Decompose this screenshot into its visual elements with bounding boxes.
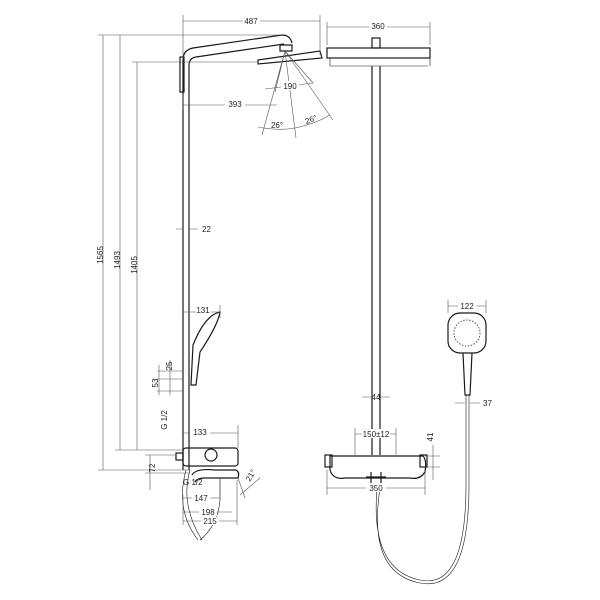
- dim-spout-198: 198: [201, 508, 215, 517]
- overhead-shower-nozzles: [329, 58, 431, 67]
- dim-pole-diameter: 44: [372, 393, 381, 402]
- dim-spray-angle-right: 26°: [304, 113, 318, 126]
- dim-connection-lower: G 1/2: [183, 478, 203, 487]
- dim-handshower-length: 131: [196, 306, 210, 315]
- dim-connection-upper: G 1/2: [160, 410, 169, 430]
- dim-head-height: 1405: [130, 256, 139, 274]
- dim-handle-width: 37: [483, 399, 492, 408]
- dim-head-width-front: 360: [371, 22, 385, 31]
- dim-thermostat-depth: 133: [193, 428, 207, 437]
- thermostat-front: [329, 455, 427, 479]
- hand-shower-side: [190, 311, 221, 386]
- dim-connection-spacing: 150±12: [363, 430, 390, 439]
- head-joint: [371, 37, 381, 49]
- dim-outlet-72: 72: [148, 463, 157, 472]
- dim-thermostat-height: 41: [426, 432, 435, 441]
- dim-spout-angle: 21°: [244, 468, 258, 483]
- side-view: [175, 34, 334, 541]
- connection-nipple: [175, 452, 184, 461]
- dim-spray-angle-left: 26°: [271, 121, 283, 130]
- thermostat-knob-right: [419, 454, 428, 468]
- dim-arm-height: 1493: [113, 251, 122, 269]
- shower-hose: [375, 395, 470, 585]
- overhead-shower-side: [257, 44, 323, 65]
- overhead-shower-front: [326, 47, 431, 59]
- thermostat-knob-left: [324, 454, 333, 468]
- dim-pole-offset: 22: [202, 225, 211, 234]
- hand-shower-front: [447, 312, 487, 354]
- thermostat-knob: [204, 448, 218, 462]
- dim-spout-215: 215: [203, 517, 217, 526]
- bath-spout: [191, 468, 240, 483]
- dim-arm-length: 487: [244, 17, 258, 26]
- dim-holder-53: 53: [151, 378, 160, 387]
- dim-thermostat-width: 350: [369, 484, 383, 493]
- dim-handshower-width: 122: [460, 302, 474, 311]
- spray-cone: [261, 50, 334, 139]
- front-view: [324, 37, 487, 585]
- dim-spout-147: 147: [194, 494, 208, 503]
- pole-front: [371, 66, 381, 455]
- dim-holder-25: 25: [165, 361, 174, 370]
- pole-cap: [179, 56, 185, 93]
- spray-face: [453, 319, 481, 347]
- hand-shower-handle: [462, 352, 473, 396]
- front-view-dimensions: 360 44 150±12 41 350 122 37: [326, 22, 492, 495]
- dim-head-offset: 393: [228, 100, 242, 109]
- dim-head-depth: 190: [283, 82, 297, 91]
- side-view-dimensions: 1565 1493 1405 487 393 190 26° 26° 22 13…: [96, 15, 331, 526]
- dim-total-height: 1565: [96, 246, 105, 264]
- thermostat-side: [182, 447, 239, 467]
- shower-pole: [182, 34, 293, 470]
